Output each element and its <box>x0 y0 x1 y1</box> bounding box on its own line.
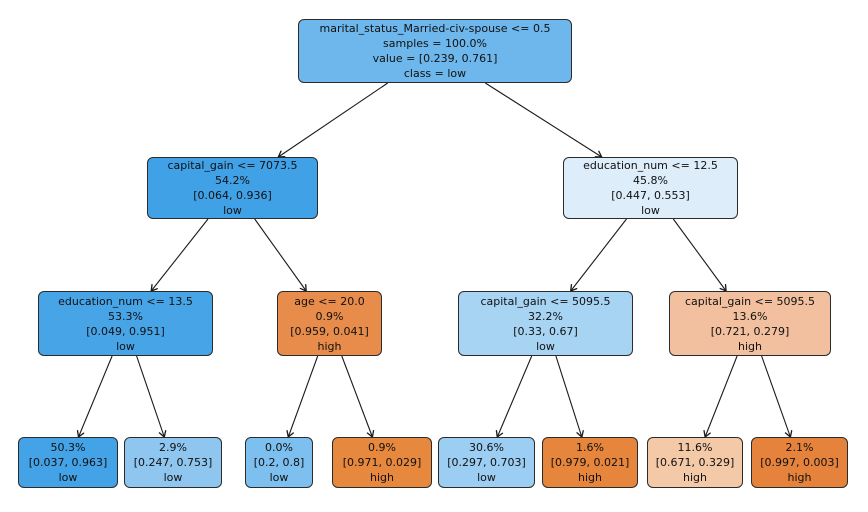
node-value: [0.064, 0.936] <box>193 189 272 202</box>
tree-edge <box>495 355 533 438</box>
node-samples: 0.0% <box>265 441 293 454</box>
node-samples: 50.3% <box>50 441 86 454</box>
tree-edge <box>76 355 113 438</box>
node-class: low <box>536 339 555 353</box>
tree-node: capital_gain <= 7073.5 54.2% [0.064, 0.9… <box>147 157 318 219</box>
node-value: [0.447, 0.553] <box>611 189 690 202</box>
tree-leaf-node: 50.3% [0.037, 0.963] low <box>18 437 118 488</box>
node-value: [0.297, 0.703] <box>447 456 526 469</box>
node-split-condition: education_num <= 12.5 <box>583 159 718 172</box>
node-class: low <box>223 204 242 217</box>
tree-node: capital_gain <= 5095.5 32.2% [0.33, 0.67… <box>458 291 633 356</box>
tree-leaf-node: 0.9% [0.971, 0.029] high <box>332 437 432 488</box>
node-split-condition: capital_gain <= 5095.5 <box>684 294 816 308</box>
tree-edge <box>485 82 603 158</box>
tree-leaf-node: 2.1% [0.997, 0.003] high <box>751 437 848 488</box>
node-class: high <box>683 471 707 484</box>
node-value: [0.671, 0.329] <box>655 456 735 469</box>
tree-edge <box>150 218 209 292</box>
tree-edge <box>555 355 584 438</box>
node-value: [0.33, 0.67] <box>513 324 578 338</box>
node-samples: 13.6% <box>732 309 768 323</box>
node-value: value = [0.239, 0.761] <box>372 52 498 65</box>
node-samples: 0.9% <box>368 441 396 454</box>
tree-node: education_num <= 13.5 53.3% [0.049, 0.95… <box>38 291 213 356</box>
node-class: low <box>477 471 496 484</box>
node-samples: 54.2% <box>215 174 250 187</box>
node-samples: 45.8% <box>633 174 668 187</box>
tree-leaf-node: 1.6% [0.979, 0.021] high <box>542 437 638 488</box>
tree-edge <box>254 218 307 292</box>
node-value: [0.979, 0.021] <box>550 456 630 469</box>
node-samples: 1.6% <box>576 441 604 454</box>
tree-edge <box>570 218 627 292</box>
node-class: high <box>578 471 602 484</box>
node-samples: 53.3% <box>108 309 143 323</box>
tree-edge <box>136 355 167 438</box>
tree-node: education_num <= 12.5 45.8% [0.447, 0.55… <box>563 157 738 219</box>
node-class: class = low <box>403 67 467 80</box>
tree-leaf-node: 30.6% [0.297, 0.703] low <box>438 437 535 488</box>
tree-node: capital_gain <= 5095.5 13.6% [0.721, 0.2… <box>669 291 831 356</box>
node-samples: 2.1% <box>785 441 814 454</box>
node-samples: samples = 100.0% <box>383 37 487 50</box>
node-value: [0.959, 0.041] <box>290 324 369 338</box>
tree-edge <box>703 355 738 438</box>
node-value: [0.037, 0.963] <box>28 456 108 469</box>
node-value: [0.997, 0.003] <box>760 456 839 469</box>
node-value: [0.049, 0.951] <box>86 324 165 338</box>
node-split-condition: capital_gain <= 5095.5 <box>480 294 611 308</box>
node-class: low <box>269 471 289 484</box>
node-value: [0.971, 0.029] <box>342 456 422 469</box>
node-samples: 2.9% <box>159 441 187 454</box>
node-class: low <box>58 471 78 484</box>
node-class: low <box>116 339 135 353</box>
node-value: [0.721, 0.279] <box>710 324 790 338</box>
tree-edge <box>341 355 375 438</box>
tree-edge <box>672 218 727 292</box>
node-class: low <box>641 204 660 217</box>
node-class: high <box>787 471 812 484</box>
tree-edge <box>277 82 389 158</box>
node-class: high <box>317 339 342 353</box>
tree-leaf-node: 0.0% [0.2, 0.8] low <box>245 437 313 488</box>
node-class: low <box>163 471 183 484</box>
node-class: high <box>370 471 394 484</box>
node-split-condition: education_num <= 13.5 <box>58 294 193 308</box>
tree-edge <box>761 355 793 438</box>
tree-leaf-node: 11.6% [0.671, 0.329] high <box>647 437 743 488</box>
node-samples: 0.9% <box>315 309 344 323</box>
tree-node: marital_status_Married-civ-spouse <= 0.5… <box>298 19 572 83</box>
tree-node: age <= 20.0 0.9% [0.959, 0.041] high <box>277 291 382 356</box>
node-class: high <box>738 339 762 353</box>
node-split-condition: marital_status_Married-civ-spouse <= 0.5 <box>319 22 551 35</box>
node-samples: 32.2% <box>528 309 563 323</box>
node-split-condition: age <= 20.0 <box>294 294 365 308</box>
node-value: [0.2, 0.8] <box>253 456 305 469</box>
tree-leaf-node: 2.9% [0.247, 0.753] low <box>124 437 222 488</box>
node-samples: 30.6% <box>469 441 504 454</box>
tree-edge <box>286 355 319 438</box>
node-split-condition: capital_gain <= 7073.5 <box>167 159 298 172</box>
node-value: [0.247, 0.753] <box>133 456 213 469</box>
node-samples: 11.6% <box>677 441 713 454</box>
